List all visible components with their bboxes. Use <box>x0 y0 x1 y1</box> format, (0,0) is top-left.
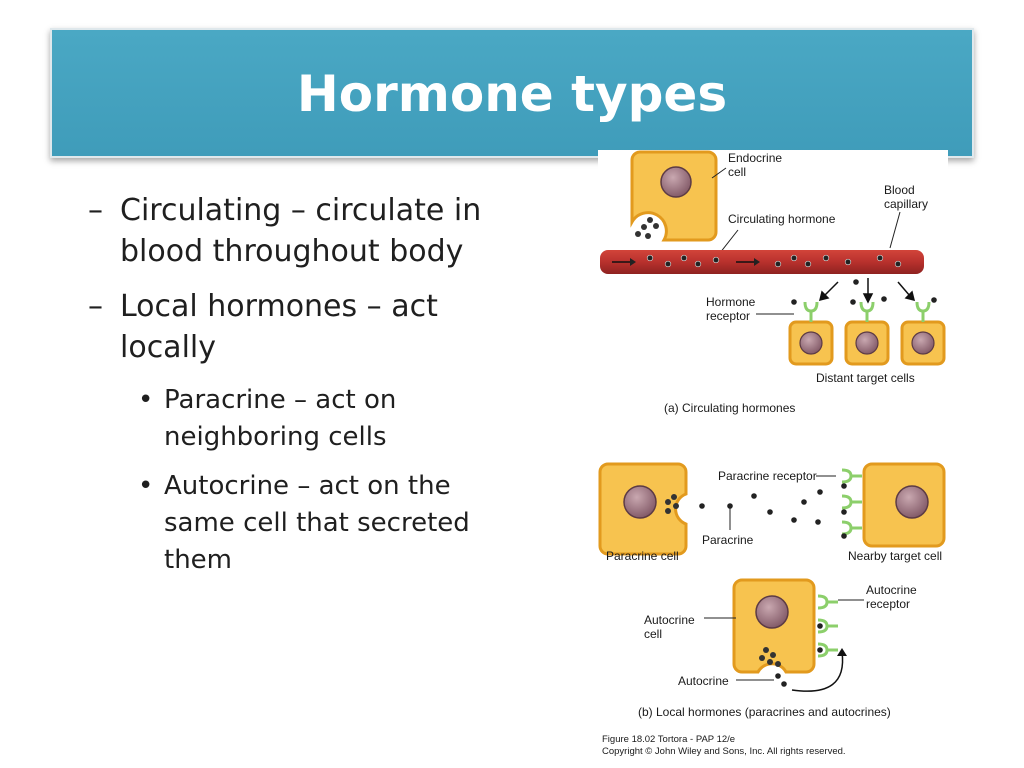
blood-capillary <box>600 250 924 274</box>
bullet-circulating: – Circulating – circulate in blood throu… <box>88 190 508 272</box>
circulating-hormone-label: Circulating hormone <box>728 212 836 226</box>
blood-label: capillary <box>884 197 928 211</box>
figure-credit: Figure 18.02 Tortora - PAP 12/e <box>602 734 735 745</box>
slide-title: Hormone types <box>296 65 728 123</box>
autocrine-cell-label: cell <box>644 627 662 641</box>
sub-bullet-autocrine: • Autocrine – act on the same cell that … <box>88 468 508 579</box>
autocrine-receptor-label: receptor <box>866 597 910 611</box>
bullet-local-hormones: – Local hormones – act locally <box>88 286 508 368</box>
autocrine-receptor-label: Autocrine <box>866 583 917 597</box>
figure-copyright: Copyright © John Wiley and Sons, Inc. Al… <box>602 746 846 757</box>
caption-a: (a) Circulating hormones <box>664 401 795 415</box>
paracrine-receptor-label: Paracrine receptor <box>718 469 817 483</box>
bullet-text: Local hormones – act locally <box>120 289 438 365</box>
bullet-text: Circulating – circulate in blood through… <box>120 193 482 269</box>
distant-cells-label: Distant target cells <box>816 371 915 385</box>
bullet-text: Paracrine – act on neighboring cells <box>164 385 397 452</box>
dash-marker: – <box>88 289 103 324</box>
nucleus-icon <box>755 595 789 629</box>
autocrine-label: Autocrine <box>678 674 729 688</box>
hormone-figure: Endocrine cell Blood capillary Circulati… <box>598 150 948 762</box>
bullet-text: Autocrine – act on the same cell that se… <box>164 471 470 575</box>
sub-bullet-paracrine: • Paracrine – act on neighboring cells <box>88 382 508 456</box>
dot-marker: • <box>138 385 154 415</box>
autocrine-cell-label: Autocrine <box>644 613 695 627</box>
nucleus-icon <box>660 166 692 198</box>
paracrine-cell-label: Paracrine cell <box>606 549 679 563</box>
nucleus-icon <box>623 485 657 519</box>
endocrine-cell <box>630 150 718 242</box>
paracrine-cell <box>598 462 688 556</box>
blood-label: Blood <box>884 183 915 197</box>
hormone-receptor-label: Hormone <box>706 295 756 309</box>
dot-marker: • <box>138 471 154 501</box>
endocrine-label: cell <box>728 165 746 179</box>
distant-target-cells <box>788 300 946 366</box>
bullet-list: – Circulating – circulate in blood throu… <box>88 190 508 591</box>
paracrine-label: Paracrine <box>702 533 754 547</box>
nearby-cell-label: Nearby target cell <box>848 549 942 563</box>
caption-b: (b) Local hormones (paracrines and autoc… <box>638 705 891 719</box>
endocrine-label: Endocrine <box>728 151 782 165</box>
title-bar <box>50 28 974 158</box>
dash-marker: – <box>88 193 103 228</box>
hormone-receptor-label: receptor <box>706 309 750 323</box>
nearby-target-cell <box>840 462 946 548</box>
autocrine-cell <box>732 578 840 674</box>
